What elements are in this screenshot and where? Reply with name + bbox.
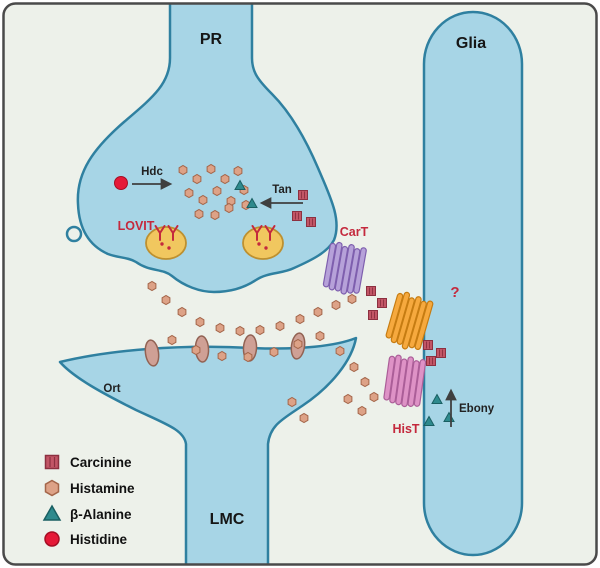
histamine-molecule	[235, 325, 245, 337]
ort-receptor	[144, 339, 160, 367]
histamine-molecule	[243, 351, 253, 363]
histamine-molecule	[210, 209, 220, 221]
histamine-molecule	[331, 299, 341, 311]
carcinine-molecule	[423, 340, 433, 350]
lovit-protein-icon	[251, 225, 263, 241]
histamine-molecule	[295, 313, 305, 325]
histamine-molecule	[347, 293, 357, 305]
vesicle-dot	[264, 246, 268, 250]
histamine-molecule	[349, 361, 359, 373]
carcinine-molecule	[436, 348, 446, 358]
histamine-molecule	[217, 350, 227, 362]
ort-label: Ort	[103, 383, 120, 395]
histamine-molecule	[161, 294, 171, 306]
legend-label: Carcinine	[70, 455, 132, 470]
histamine-molecule	[198, 194, 208, 206]
legend-label: Histidine	[70, 532, 127, 547]
lmc-cell	[58, 336, 358, 565]
histamine-molecule	[220, 173, 230, 185]
histamine-molecule	[178, 164, 188, 176]
carcinine-molecule	[306, 217, 316, 227]
vesicle-pool-left	[145, 225, 187, 260]
beta-alanine-molecule	[423, 415, 435, 426]
histamine-molecule	[191, 344, 201, 356]
lmc-label: LMC	[210, 511, 245, 528]
histamine-molecule	[233, 165, 243, 177]
unknown-transporter-label: ?	[450, 284, 459, 301]
vesicle-dot	[257, 242, 261, 246]
histamine-molecule	[360, 376, 370, 388]
vesicle-pool	[242, 226, 284, 260]
legend-item-beta-alanine: β-Alanine	[42, 504, 132, 522]
vesicle-dot	[160, 242, 164, 246]
legend: Carcinine Histamine β-Alanine Histidine	[42, 454, 135, 547]
histamine-molecule	[269, 346, 279, 358]
glia-label: Glia	[456, 35, 486, 52]
glia-cell	[422, 10, 524, 557]
cart-transporter	[322, 241, 367, 295]
lovit-protein-icon	[167, 225, 179, 241]
histamine-molecule	[192, 173, 202, 185]
histamine-molecule	[212, 185, 222, 197]
carcinine-molecule	[426, 356, 436, 366]
legend-item-histamine: Histamine	[44, 479, 135, 497]
histamine-molecule	[177, 306, 187, 318]
carcinine-molecule	[298, 190, 308, 200]
beta-alanine-molecule	[246, 197, 258, 208]
histamine-molecule	[299, 412, 309, 424]
unknown-transporter	[385, 291, 434, 350]
hist-transporter	[383, 354, 427, 408]
molecule-layer	[114, 163, 455, 426]
histamine-molecule	[195, 316, 205, 328]
carcinine-molecule	[366, 286, 376, 296]
vesicle-pool	[145, 226, 187, 260]
ebony-label: Ebony	[459, 403, 495, 415]
hdc-label: Hdc	[141, 166, 163, 178]
histamine-molecule	[357, 405, 367, 417]
histamine-molecule	[369, 391, 379, 403]
histamine-molecule	[335, 345, 345, 357]
carcinine-molecule	[377, 298, 387, 308]
hist-label: HisT	[392, 422, 419, 436]
histamine-molecule	[343, 393, 353, 405]
beta-alanine-swatch	[42, 504, 62, 521]
lovit-protein-icon	[154, 225, 166, 241]
histamine-molecule	[287, 396, 297, 408]
legend-label: Histamine	[70, 481, 135, 496]
histamine-molecule	[206, 163, 216, 175]
beta-alanine-molecule	[234, 179, 246, 190]
legend-item-histidine: Histidine	[44, 531, 127, 547]
vesicle-dot	[167, 246, 171, 250]
histidine-swatch	[44, 531, 60, 547]
histamine-molecule	[315, 330, 325, 342]
vesicle-pool-right	[242, 225, 284, 260]
histamine-molecule	[167, 334, 177, 346]
histamine-molecule	[194, 208, 204, 220]
histamine-molecule	[184, 187, 194, 199]
histamine-molecule	[224, 202, 234, 214]
tan-label: Tan	[272, 184, 292, 196]
beta-alanine-molecule	[431, 393, 443, 404]
histamine-molecule	[147, 280, 157, 292]
carcinine-molecule	[368, 310, 378, 320]
pr-cell	[76, 3, 338, 294]
histamine-molecule	[255, 324, 265, 336]
cart-label: CarT	[340, 225, 369, 239]
lovit-protein-icon	[264, 225, 276, 241]
pr-membrane-notch	[65, 225, 83, 243]
legend-label: β-Alanine	[70, 507, 132, 522]
carcinine-molecule	[292, 211, 302, 221]
histamine-molecule	[215, 322, 225, 334]
histidine-molecule	[114, 176, 128, 190]
histamine-molecule	[293, 338, 303, 350]
histamine-molecule	[313, 306, 323, 318]
pr-label: PR	[200, 31, 223, 48]
histamine-swatch	[44, 479, 60, 497]
carcinine-swatch	[44, 454, 60, 470]
lovit-label: LOVIT	[118, 219, 155, 233]
legend-item-carcinine: Carcinine	[44, 454, 132, 470]
histamine-molecule	[275, 320, 285, 332]
